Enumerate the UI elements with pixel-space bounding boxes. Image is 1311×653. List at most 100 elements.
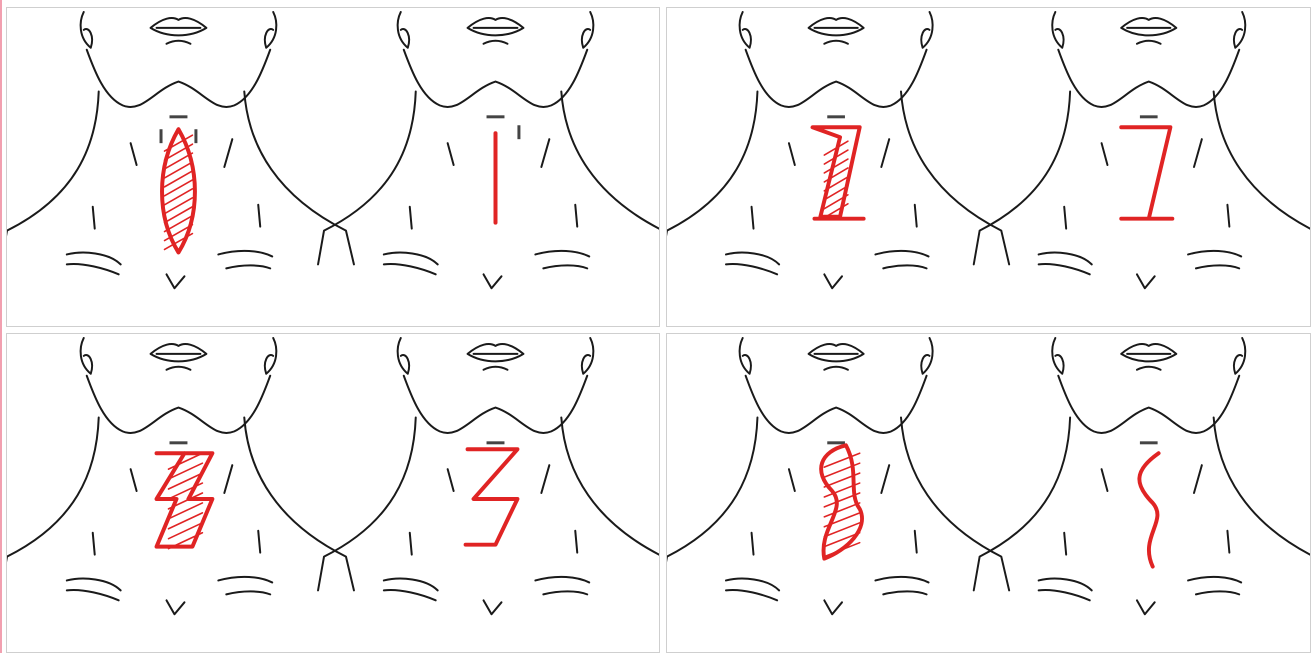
- neck-right-side: [244, 417, 354, 590]
- neck-muscle-line: [752, 207, 754, 229]
- neck-muscle-line: [541, 139, 549, 167]
- left-clavicle: [1039, 579, 1092, 591]
- neck-right-side: [1214, 417, 1310, 590]
- mouth: [151, 344, 207, 361]
- thyroid-landmark-marker: [1140, 115, 1158, 118]
- z-closure-line: [1121, 127, 1172, 218]
- neck-muscle-line: [915, 205, 917, 227]
- right-clavicle-lower: [1196, 591, 1239, 594]
- excision-hatch-line: [165, 162, 193, 178]
- neck-right-side: [901, 417, 1009, 590]
- panel-s-plasty: [666, 333, 1311, 653]
- neck-left-side: [667, 91, 757, 264]
- neck-muscle-line: [448, 143, 454, 165]
- right-clavicle: [875, 577, 928, 583]
- jaw-line: [404, 50, 587, 107]
- left-clavicle: [726, 579, 779, 591]
- neck-right-side: [1214, 91, 1310, 264]
- chin-crease: [167, 367, 191, 370]
- right-ear: [582, 12, 593, 48]
- left-clavicle: [384, 579, 438, 591]
- chin-crease: [484, 367, 508, 370]
- jaw-line: [746, 50, 927, 107]
- neck-muscle-line: [789, 469, 795, 491]
- s-closure-line: [1139, 453, 1158, 566]
- double-z-hatch-line: [169, 513, 203, 529]
- left-clavicle: [67, 579, 121, 591]
- excision-hatch-line: [165, 207, 193, 223]
- left-ear: [740, 12, 751, 48]
- neck-muscle-line: [93, 207, 95, 229]
- panel-fusiform-excision: [6, 7, 660, 327]
- neck-left-side: [7, 91, 99, 264]
- left-neck-figure: [7, 338, 354, 614]
- thyroid-landmark-marker: [487, 115, 505, 118]
- thyroid-landmark-marker: [170, 115, 188, 118]
- left-neck-figure: [667, 338, 1009, 614]
- left-ear: [1052, 338, 1063, 374]
- chin-crease: [1137, 367, 1161, 370]
- left-ear: [398, 12, 409, 48]
- sternal-notch: [824, 600, 842, 614]
- illustration-svg: [667, 334, 1310, 652]
- right-neck-figure: [318, 338, 659, 614]
- left-ear: [81, 12, 92, 48]
- jaw-line: [1058, 376, 1239, 433]
- right-clavicle: [218, 251, 272, 257]
- thyroid-landmark-marker: [170, 441, 188, 444]
- neck-muscle-line: [93, 533, 95, 555]
- left-clavicle-lower: [384, 590, 436, 600]
- chin-crease: [167, 41, 191, 44]
- excision-hatch-line: [165, 171, 193, 187]
- illustration-svg: [7, 334, 659, 652]
- sternal-notch: [167, 600, 185, 614]
- neck-muscle-line: [1064, 207, 1066, 229]
- left-edge-line: [0, 0, 2, 653]
- neck-muscle-line: [258, 531, 260, 553]
- zigzag-closure-line: [466, 449, 518, 544]
- neck-muscle-line: [410, 533, 412, 555]
- right-neck-figure: [974, 12, 1310, 288]
- right-clavicle-lower: [543, 591, 587, 594]
- sternal-notch: [1137, 600, 1155, 614]
- double-z-hatch-line: [169, 453, 203, 469]
- mouth: [151, 18, 207, 35]
- incision-end-marker: [517, 125, 520, 139]
- neck-muscle-line: [541, 465, 549, 493]
- illustration-svg: [667, 8, 1310, 326]
- right-clavicle-lower: [883, 591, 926, 594]
- double-z-plasty-excision-mark: [157, 453, 213, 548]
- chin-crease: [824, 367, 848, 370]
- illustration-svg: [7, 8, 659, 326]
- excision-hatch-line: [165, 180, 193, 196]
- s-plasty-excision-mark: [821, 445, 862, 558]
- neck-muscle-line: [752, 533, 754, 555]
- right-ear: [265, 338, 276, 374]
- neck-muscle-line: [575, 531, 577, 553]
- z-plasty-excision-mark: [813, 127, 864, 218]
- right-ear: [921, 12, 932, 48]
- neck-muscle-line: [881, 465, 889, 493]
- mouth: [468, 344, 524, 361]
- left-ear: [398, 338, 409, 374]
- neck-muscle-line: [224, 465, 232, 493]
- jaw-line: [87, 50, 270, 107]
- right-clavicle-lower: [226, 591, 270, 594]
- neck-muscle-line: [1194, 465, 1202, 493]
- thyroid-landmark-marker: [827, 441, 845, 444]
- right-ear: [921, 338, 932, 374]
- left-ear: [740, 338, 751, 374]
- neck-left-side: [974, 91, 1070, 264]
- neck-muscle-line: [1194, 139, 1202, 167]
- right-clavicle-lower: [883, 265, 926, 268]
- right-clavicle-lower: [1196, 265, 1239, 268]
- left-clavicle-lower: [1039, 264, 1090, 274]
- sternal-notch: [824, 274, 842, 288]
- right-ear: [265, 12, 276, 48]
- left-clavicle: [1039, 253, 1092, 265]
- right-ear: [582, 338, 593, 374]
- right-neck-figure: [974, 338, 1310, 614]
- neck-muscle-line: [131, 469, 137, 491]
- neck-muscle-line: [915, 531, 917, 553]
- right-clavicle-lower: [543, 265, 587, 268]
